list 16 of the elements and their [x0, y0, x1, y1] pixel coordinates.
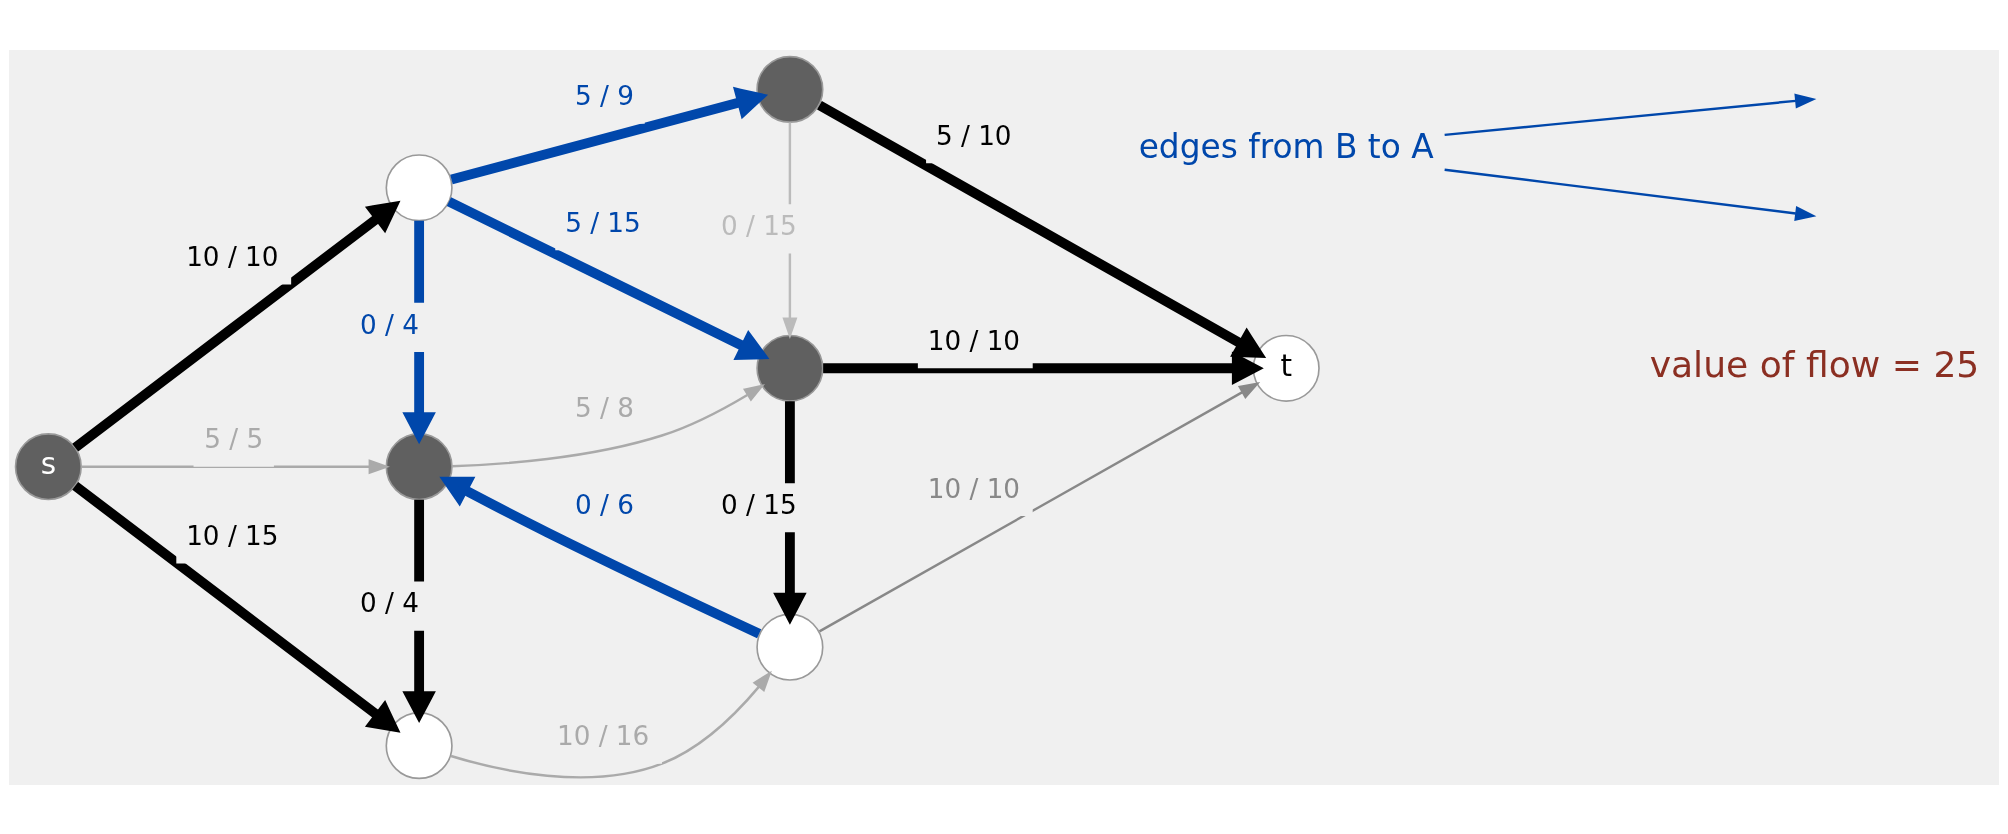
edge-label: 10 / 10	[927, 473, 1021, 504]
edge-label: 5 / 10	[935, 120, 1012, 151]
node-text: edges from B to A	[1138, 127, 1434, 166]
edge-label: 5 / 8	[574, 392, 634, 423]
edge-label: 0 / 15	[720, 489, 797, 520]
edge-label: 10 / 16	[556, 720, 650, 751]
edge-label: 10 / 10	[927, 325, 1021, 356]
edge-label: 5 / 15	[565, 207, 641, 238]
label: value of flow = 25	[1649, 343, 1980, 386]
edge-label: 0 / 4	[360, 587, 419, 618]
edge-label: 5 / 9	[574, 80, 634, 111]
edge-label: 10 / 15	[186, 520, 279, 551]
edge-label: 10 / 10	[186, 241, 279, 272]
edge-label: 0 / 4	[360, 309, 419, 339]
edge-label: 0 / 6	[574, 489, 634, 520]
edge-label: 5 / 5	[204, 423, 264, 454]
